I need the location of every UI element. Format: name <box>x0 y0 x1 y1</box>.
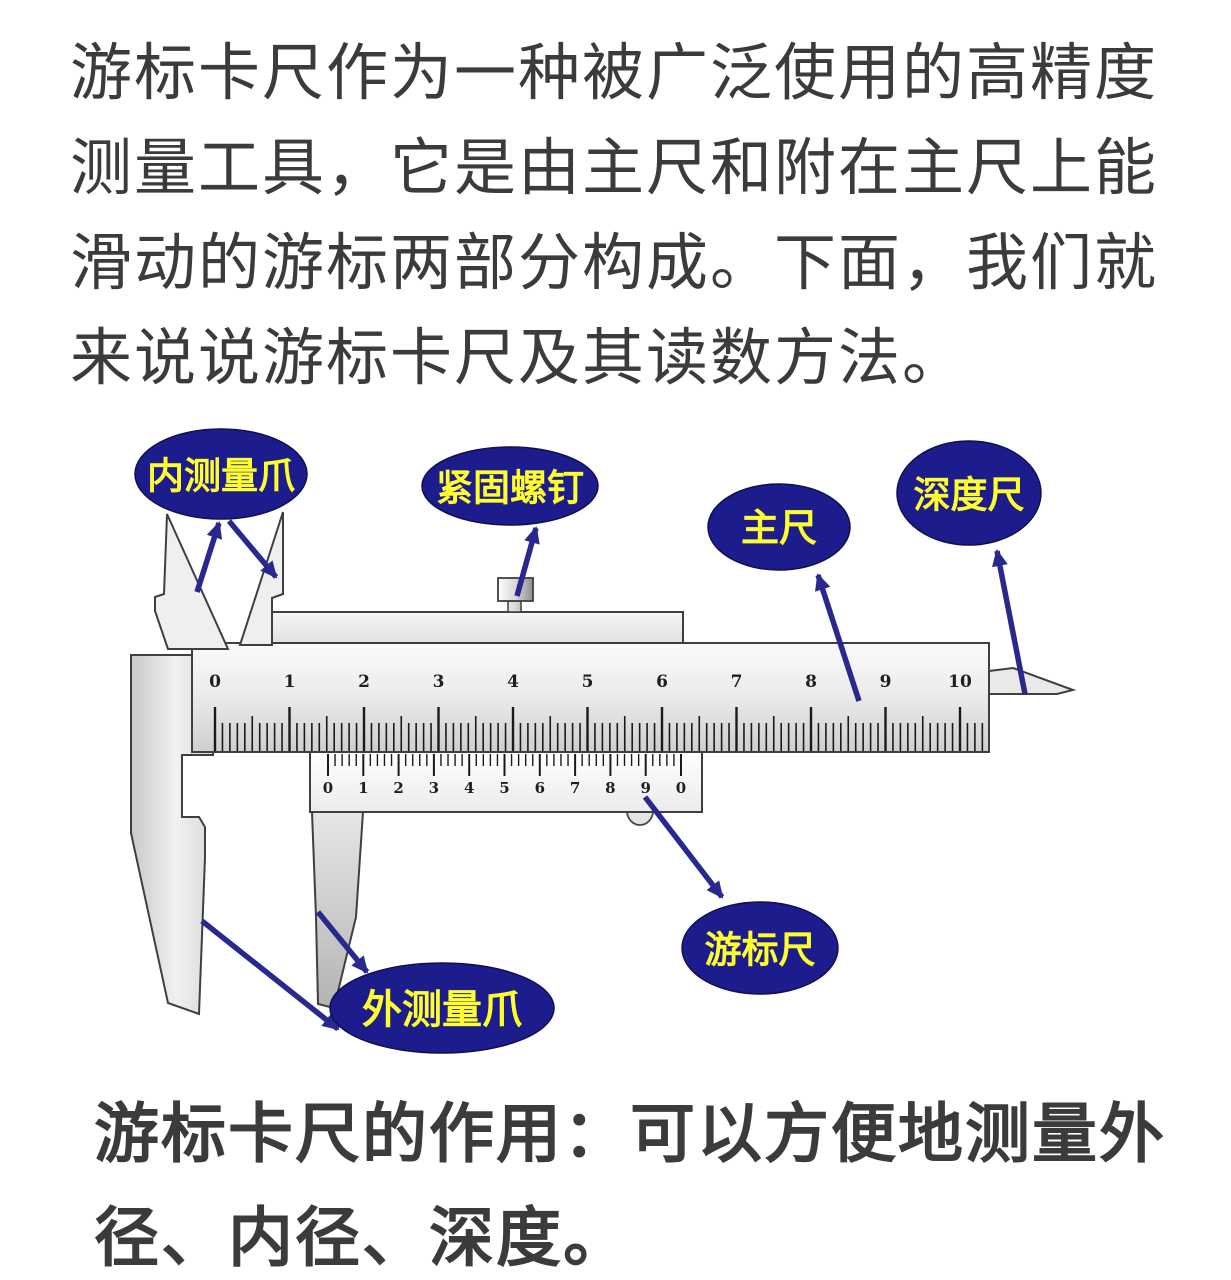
label-outer-jaws: 外测量爪 <box>329 962 555 1054</box>
svg-text:6: 6 <box>656 672 668 692</box>
callout-arrow <box>992 549 1028 695</box>
intro-line: 游标卡尺作为一种被广泛使用的高精度 <box>70 39 1159 108</box>
footer-line: 游标卡尺的作用：可以方便地测量外 <box>94 1097 1167 1170</box>
main-scale-markings: 0 1 2 3 4 5 6 7 8 9 10 <box>209 672 984 751</box>
label-ellipse-depth-gauge <box>896 440 1042 546</box>
slider-top-plate <box>271 611 684 644</box>
label-ellipse-inner-jaws <box>134 428 308 520</box>
svg-text:5: 5 <box>582 672 594 692</box>
svg-text:7: 7 <box>731 672 743 692</box>
svg-text:8: 8 <box>805 672 817 692</box>
vernier-scale-markings: 0 1 2 3 4 5 6 7 8 9 0 <box>323 754 686 797</box>
callout-arrow <box>194 521 223 593</box>
fixed-inner-jaw <box>154 513 230 650</box>
label-main-scale: 主尺 <box>707 483 851 571</box>
label-ellipse-vernier-scale <box>681 901 839 995</box>
svg-text:0: 0 <box>676 779 686 797</box>
intro-line: 测量工具，它是由主尺和附在主尺上能 <box>70 134 1159 203</box>
lock-screw-stem <box>507 600 522 613</box>
svg-text:1: 1 <box>358 779 368 797</box>
svg-text:2: 2 <box>358 672 370 692</box>
svg-text:4: 4 <box>464 779 474 797</box>
label-text-depth-gauge: 深度尺 <box>914 475 1025 516</box>
svg-text:6: 6 <box>535 779 545 797</box>
vernier-face <box>309 751 703 813</box>
label-depth-gauge: 深度尺 <box>896 440 1042 546</box>
thumb-grip <box>626 810 654 826</box>
callout-arrow <box>815 573 862 702</box>
svg-text:0: 0 <box>323 779 333 797</box>
callout-arrow <box>200 918 340 1032</box>
intro-line: 来说说游标卡尺及其读数方法。 <box>70 324 967 393</box>
intro-line: 滑动的游标两部分构成。下面，我们就 <box>70 229 1159 298</box>
sliding-outer-jaw <box>310 811 365 1010</box>
svg-text:1: 1 <box>284 672 296 692</box>
callout-arrow <box>514 526 540 597</box>
label-text-vernier-scale: 游标尺 <box>705 930 816 971</box>
depth-rod <box>988 666 1077 695</box>
svg-text:2: 2 <box>393 779 403 797</box>
svg-text:7: 7 <box>570 779 580 797</box>
callout-arrow <box>315 910 370 974</box>
svg-text:8: 8 <box>605 779 615 797</box>
svg-text:10: 10 <box>948 672 972 692</box>
footer-paragraph: 游标卡尺的作用：可以方便地测量外 径、内径、深度。 <box>94 1082 1166 1280</box>
callout-arrow <box>226 519 279 579</box>
intro-paragraph: 游标卡尺作为一种被广泛使用的高精度 测量工具，它是由主尺和附在主尺上能 滑动的游… <box>70 26 1158 406</box>
lock-screw-cap <box>497 577 534 602</box>
svg-text:9: 9 <box>640 779 650 797</box>
svg-text:3: 3 <box>433 672 445 692</box>
svg-text:0: 0 <box>209 672 221 692</box>
label-inner-jaws: 内测量爪 <box>134 428 308 520</box>
label-ellipse-main-scale <box>707 483 851 571</box>
label-text-outer-jaws: 外测量爪 <box>362 988 522 1032</box>
label-text-main-scale: 主尺 <box>741 508 817 550</box>
svg-text:9: 9 <box>880 672 892 692</box>
label-lock-screw: 紧固螺钉 <box>421 446 599 526</box>
footer-line: 径、内径、深度。 <box>94 1201 631 1274</box>
label-text-lock-screw: 紧固螺钉 <box>436 468 584 509</box>
svg-text:5: 5 <box>499 779 509 797</box>
callout-arrow <box>642 795 725 899</box>
svg-text:4: 4 <box>507 672 519 692</box>
callout-arrows <box>194 519 1028 1032</box>
label-text-inner-jaws: 内测量爪 <box>147 456 295 497</box>
svg-text:3: 3 <box>429 779 439 797</box>
label-ellipse-lock-screw <box>421 446 599 526</box>
label-vernier-scale: 游标尺 <box>681 901 839 995</box>
label-ellipse-outer-jaws <box>329 962 555 1054</box>
